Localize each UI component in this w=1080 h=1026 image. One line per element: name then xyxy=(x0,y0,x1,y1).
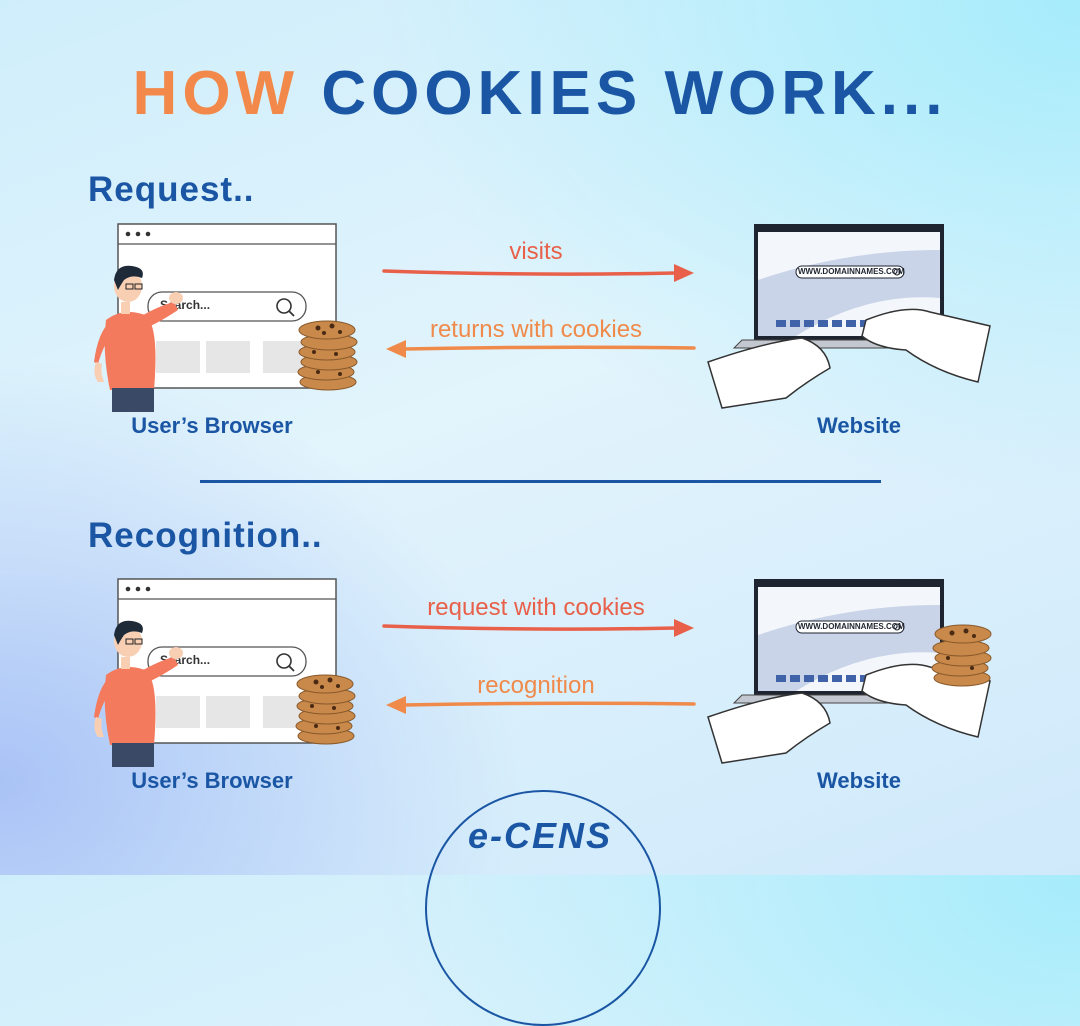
arrow-label-request-with-cookies: request with cookies xyxy=(427,594,645,621)
arrow-left xyxy=(386,340,696,358)
title-rest: COOKIES WORK... xyxy=(321,59,948,128)
domain-address: WWW.DOMAINNAMES.COM xyxy=(798,622,905,631)
brand-logo: e-CENS xyxy=(467,815,613,856)
section-divider xyxy=(200,480,881,483)
caption-users-browser: User’s Browser xyxy=(131,768,293,793)
caption-website: Website xyxy=(817,768,901,793)
caption-users-browser: User’s Browser xyxy=(131,413,293,438)
caption-website: Website xyxy=(817,413,901,438)
cookie-stack-icon xyxy=(297,320,358,391)
laptop-illustration xyxy=(707,579,991,764)
page-title: HOW COOKIES WORK... xyxy=(0,58,1080,129)
arrow-label-returns: returns with cookies xyxy=(429,316,643,343)
domain-address: WWW.DOMAINNAMES.COM xyxy=(798,267,905,276)
section-heading-request: Request.. xyxy=(88,170,255,209)
arrow-right xyxy=(382,619,694,637)
arrow-label-recognition: recognition xyxy=(477,672,595,699)
cookie-stack-icon xyxy=(295,674,356,745)
arrow-left xyxy=(386,696,696,714)
arrow-right xyxy=(382,264,694,282)
cookie-stack-icon xyxy=(931,624,992,687)
thinking-person-illustration xyxy=(94,620,183,767)
section-heading-recognition: Recognition.. xyxy=(88,516,323,555)
thinking-person-illustration xyxy=(94,265,183,412)
laptop-illustration xyxy=(707,224,991,409)
title-highlight: HOW xyxy=(132,59,300,128)
arrow-label-visits: visits xyxy=(509,238,563,265)
